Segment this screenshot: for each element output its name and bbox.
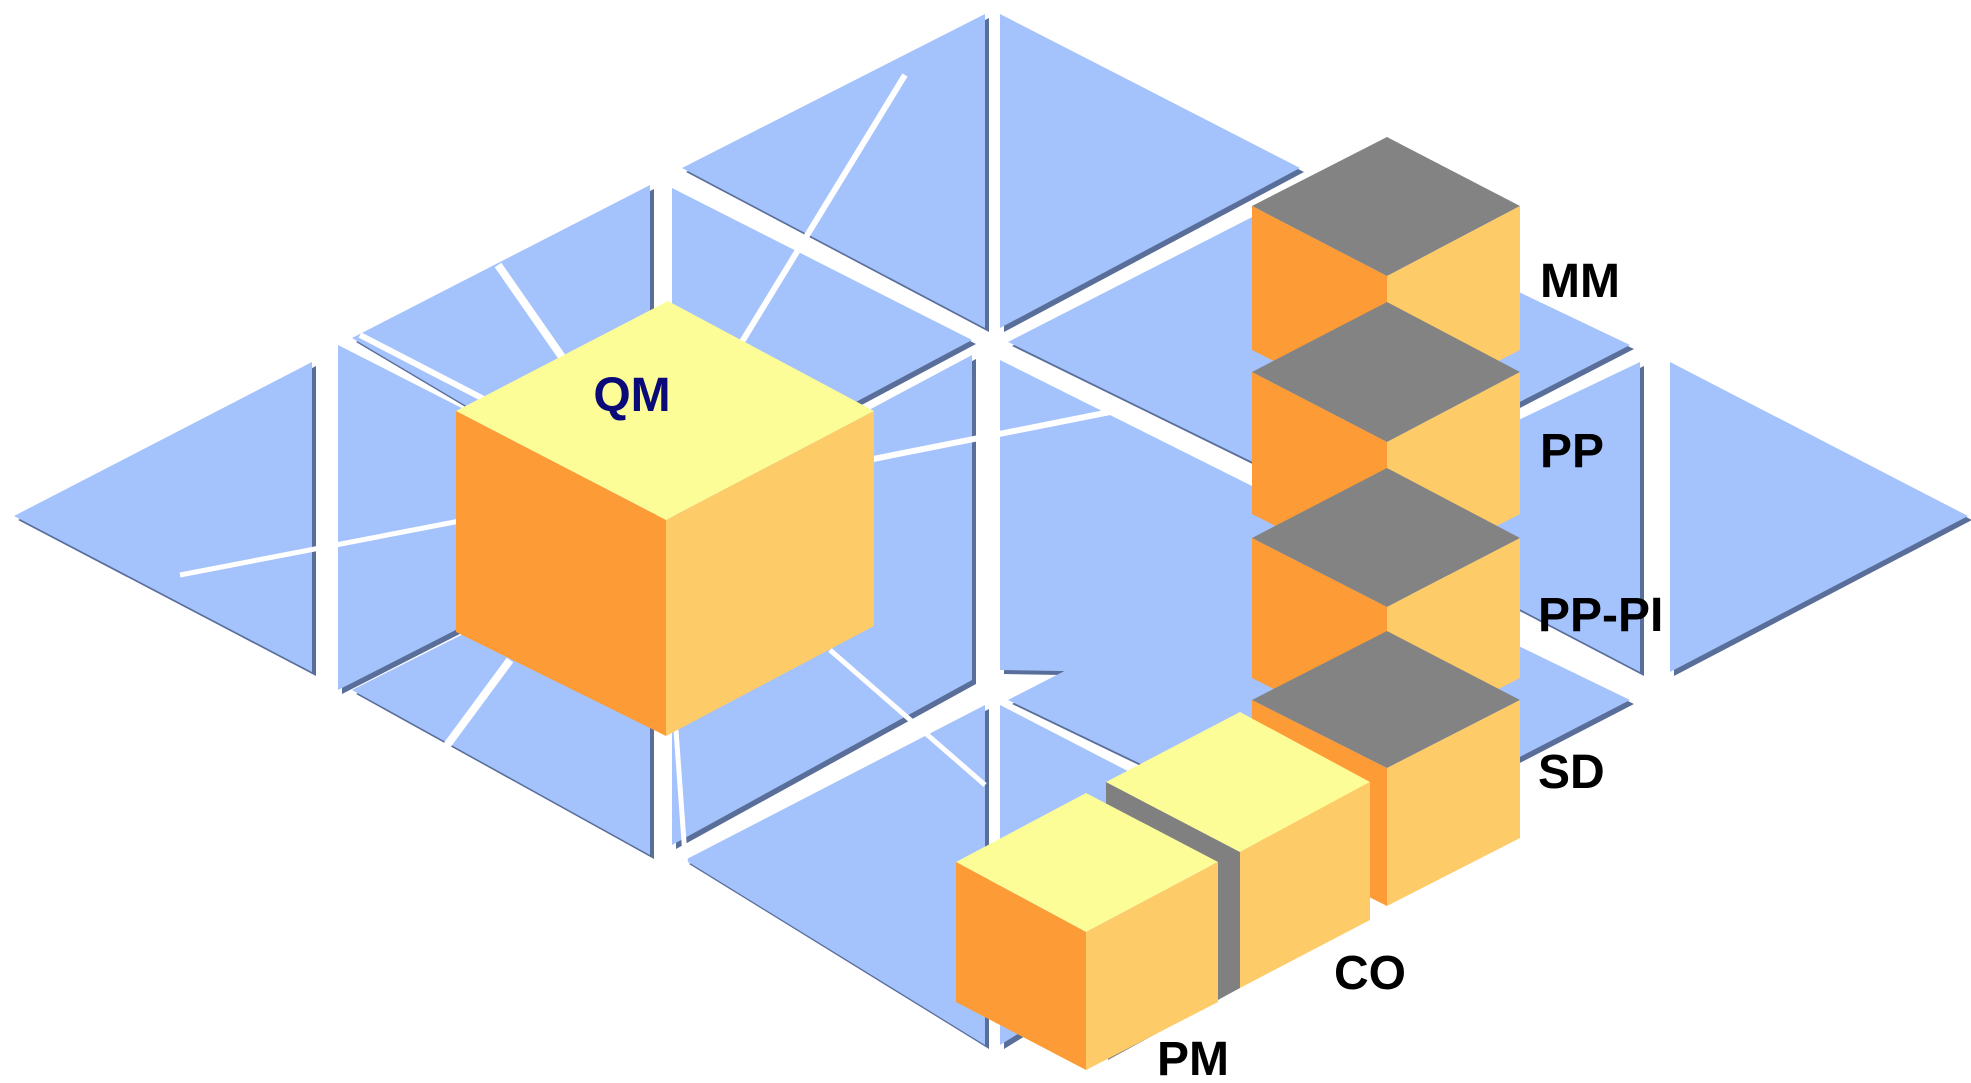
cube-pm: PM [956,793,1240,1083]
label-pm: PM [1157,1033,1229,1083]
label-pp: PP [1540,425,1604,478]
floor-tile [682,14,989,332]
label-mm: MM [1540,255,1620,308]
floor-highlight-lines [179,73,1111,871]
floor-tile [1670,362,1971,676]
floor-tile [685,705,989,1049]
floor-tile [14,362,316,676]
label-pp-pi: PP-PI [1538,589,1663,642]
label-co: CO [1334,947,1406,1000]
label-qm: QM [593,369,670,422]
floor-tile [1000,14,1304,332]
cube-qm: QM [456,301,874,736]
label-sd: SD [1538,746,1605,799]
